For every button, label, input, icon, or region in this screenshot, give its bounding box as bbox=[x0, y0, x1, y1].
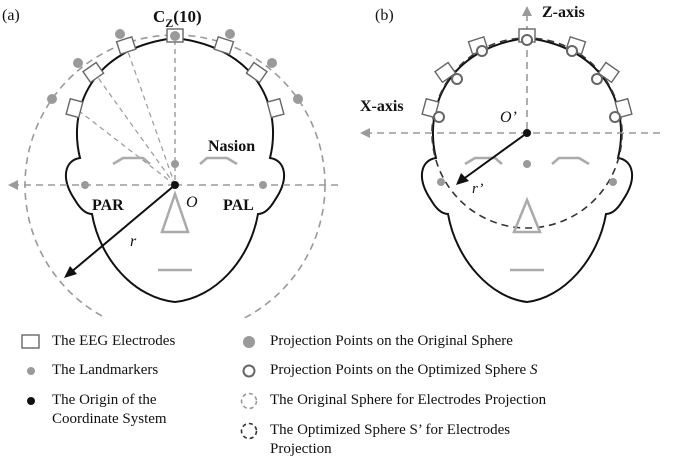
electrode bbox=[614, 97, 633, 119]
landmark-nasion bbox=[171, 160, 179, 168]
nose-b bbox=[512, 196, 542, 234]
electrode bbox=[213, 35, 235, 56]
electrode bbox=[115, 35, 137, 56]
landmark-dot-icon bbox=[27, 367, 35, 375]
electrode bbox=[421, 97, 440, 119]
legend-proj-optimized-words: Projection Points on the Optimized Spher… bbox=[270, 362, 527, 378]
electrode bbox=[65, 97, 84, 119]
projection-optimized-icon bbox=[242, 364, 256, 378]
nasion-label: Nasion bbox=[208, 138, 255, 155]
origin-dot-icon bbox=[27, 397, 35, 405]
radius-r-arrow bbox=[64, 266, 77, 278]
legend-electrodes-text: The EEG Electrodes bbox=[52, 333, 176, 349]
landmark-nasion-b bbox=[523, 160, 531, 168]
legend-origin-text: The Origin of the Coordinate System bbox=[52, 391, 167, 429]
panel-b-label: (b) bbox=[375, 7, 394, 24]
legend-item-sphere-original: The Original Sphere for Electrodes Proje… bbox=[238, 391, 546, 410]
landmark-par-b bbox=[437, 178, 445, 186]
nose-a bbox=[160, 190, 190, 234]
eyebrow-right-a bbox=[199, 156, 238, 166]
electrode bbox=[434, 61, 457, 84]
figure-canvas: (a) bbox=[2, 4, 664, 318]
legend-proj-optimized-symbol: S bbox=[529, 362, 538, 378]
projection-points-original bbox=[47, 29, 303, 104]
electrode bbox=[266, 97, 285, 119]
origin-o-prime-label: O’ bbox=[500, 109, 517, 126]
optimized-sphere-icon bbox=[240, 422, 258, 440]
landmark-pal-b bbox=[609, 178, 617, 186]
radius-r-label: r bbox=[130, 233, 137, 250]
cz-label: CZ(10) bbox=[153, 7, 202, 30]
projection-original-icon bbox=[243, 336, 255, 348]
legend: The EEG Electrodes The Landmarkers The O… bbox=[0, 318, 674, 474]
electrode bbox=[82, 61, 105, 84]
projection-points-optimized bbox=[433, 34, 621, 123]
panel-b: (b) bbox=[360, 4, 664, 304]
landmark-par bbox=[81, 181, 89, 189]
legend-item-electrodes: The EEG Electrodes bbox=[20, 332, 175, 351]
radius-r-prime-arrow bbox=[456, 173, 469, 185]
legend-item-sphere-optimized: The Optimized Sphere S’ for Electrodes P… bbox=[238, 421, 510, 459]
legend-proj-optimized-text: Projection Points on the Optimized Spher… bbox=[270, 361, 537, 380]
par-label: PAR bbox=[92, 197, 124, 214]
legend-item-proj-optimized: Projection Points on the Optimized Spher… bbox=[238, 361, 537, 380]
z-axis-label: Z-axis bbox=[542, 4, 585, 21]
radius-r-line bbox=[69, 184, 176, 274]
electrode bbox=[597, 61, 620, 84]
legend-item-landmarkers: The Landmarkers bbox=[20, 361, 158, 380]
eyebrow-right-b bbox=[551, 156, 590, 166]
legend-sphere-original-text: The Original Sphere for Electrodes Proje… bbox=[270, 392, 547, 408]
legend-origin-line2: Coordinate System bbox=[52, 411, 167, 427]
panel-a: (a) bbox=[2, 7, 340, 318]
pal-label: PAL bbox=[223, 197, 254, 214]
legend-sphere-optimized-line1: The Optimized Sphere S’ for Electrodes bbox=[270, 422, 511, 438]
x-axis-label: X-axis bbox=[360, 98, 404, 115]
z-axis-b-arrow bbox=[522, 6, 532, 16]
original-sphere-icon bbox=[240, 392, 258, 410]
legend-sphere-optimized-text: The Optimized Sphere S’ for Electrodes P… bbox=[270, 421, 510, 459]
x-axis-a-arrow bbox=[8, 180, 18, 190]
legend-item-proj-original: Projection Points on the Original Sphere bbox=[238, 332, 513, 351]
radius-r-prime-label: r’ bbox=[472, 181, 483, 197]
legend-item-origin: The Origin of the Coordinate System bbox=[20, 391, 167, 429]
eyebrow-left-a bbox=[112, 156, 151, 166]
radius-r-prime-line bbox=[461, 132, 528, 181]
legend-origin-line1: The Origin of the bbox=[52, 392, 157, 408]
origin-o-label: O bbox=[186, 194, 198, 211]
eyebrow-left-b bbox=[464, 156, 503, 166]
legend-sphere-optimized-line2: Projection bbox=[270, 441, 332, 457]
electrode bbox=[245, 61, 268, 84]
panel-a-label: (a) bbox=[2, 7, 20, 24]
electrode-square-icon bbox=[21, 334, 40, 349]
projection-lines bbox=[69, 45, 176, 186]
x-axis-b-arrow bbox=[360, 128, 370, 138]
legend-proj-original-text: Projection Points on the Original Sphere bbox=[270, 333, 513, 349]
landmark-pal bbox=[259, 181, 267, 189]
legend-landmarkers-text: The Landmarkers bbox=[52, 362, 159, 378]
